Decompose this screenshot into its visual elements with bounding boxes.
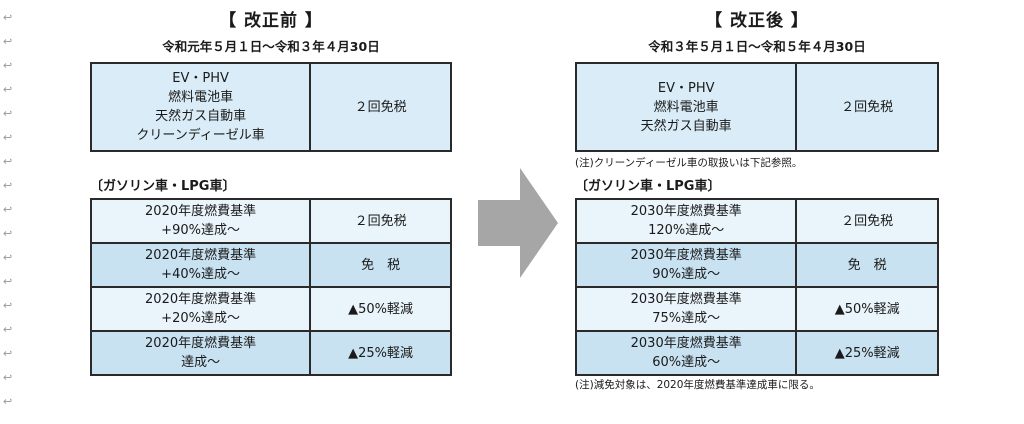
achievement-label: 60%達成～ bbox=[652, 355, 721, 370]
achievement-label: 75%達成～ bbox=[652, 311, 721, 326]
benefit-cell: ▲50%軽減 bbox=[795, 286, 939, 332]
return-mark-icon: ↩ bbox=[3, 11, 13, 24]
table-row: EV・PHV 燃料電池車 天然ガス自動車 ２回免税 bbox=[574, 62, 939, 152]
achievement-label: +20%達成～ bbox=[161, 311, 240, 326]
benefit-cell: 免 税 bbox=[309, 242, 452, 288]
standard-label: 2020年度燃費基準 bbox=[145, 204, 257, 219]
return-mark-icon: ↩ bbox=[3, 59, 13, 72]
achievement-label: 120%達成～ bbox=[648, 223, 725, 238]
standard-cell: 2020年度燃費基準 +40%達成～ bbox=[89, 242, 312, 288]
before-eco-vehicle-table: EV・PHV 燃料電池車 天然ガス自動車 クリーンディーゼル車 ２回免税 bbox=[89, 62, 452, 152]
vehicle-type-cell: EV・PHV 燃料電池車 天然ガス自動車 クリーンディーゼル車 bbox=[89, 62, 312, 152]
table-row: 2020年度燃費基準 +90%達成～ ２回免税 bbox=[89, 198, 452, 244]
right-arrow-icon bbox=[478, 168, 558, 278]
vehicle-type: EV・PHV bbox=[172, 71, 229, 86]
table-row: 2020年度燃費基準 +20%達成～ ▲50%軽減 bbox=[89, 286, 452, 332]
table-row: 2030年度燃費基準 75%達成～ ▲50%軽減 bbox=[574, 286, 939, 332]
standard-label: 2030年度燃費基準 bbox=[630, 336, 742, 351]
benefit-cell: ▲25%軽減 bbox=[309, 330, 452, 376]
standard-label: 2030年度燃費基準 bbox=[630, 292, 742, 307]
clean-diesel-note: (注)クリーンディーゼル車の取扱いは下記参照。 bbox=[575, 157, 803, 169]
standard-cell: 2020年度燃費基準 +90%達成～ bbox=[89, 198, 312, 244]
table-row: 2030年度燃費基準 60%達成～ ▲25%軽減 bbox=[574, 330, 939, 376]
vehicle-type-cell: EV・PHV 燃料電池車 天然ガス自動車 bbox=[574, 62, 798, 152]
benefit-cell: ▲50%軽減 bbox=[309, 286, 452, 332]
vehicle-type: EV・PHV bbox=[657, 80, 715, 96]
standard-label: 2030年度燃費基準 bbox=[630, 204, 742, 219]
after-eco-vehicle-table: EV・PHV 燃料電池車 天然ガス自動車 ２回免税 bbox=[574, 62, 939, 152]
return-mark-icon: ↩ bbox=[3, 227, 13, 240]
standard-cell: 2030年度燃費基準 60%達成～ bbox=[574, 330, 798, 376]
achievement-label: +40%達成～ bbox=[161, 267, 240, 282]
vehicle-type: 天然ガス自動車 bbox=[640, 118, 732, 134]
return-mark-icon: ↩ bbox=[3, 251, 13, 264]
before-period: 令和元年５月１日～令和３年４月30日 bbox=[162, 39, 380, 54]
return-mark-icon: ↩ bbox=[3, 371, 13, 384]
table-row: 2020年度燃費基準 +40%達成～ 免 税 bbox=[89, 242, 452, 288]
after-period: 令和３年５月１日～令和５年４月30日 bbox=[648, 39, 866, 54]
achievement-label: 90%達成～ bbox=[652, 267, 721, 282]
return-mark-icon: ↩ bbox=[3, 299, 13, 312]
vehicle-type: クリーンディーゼル車 bbox=[136, 128, 265, 143]
standard-cell: 2030年度燃費基準 75%達成～ bbox=[574, 286, 798, 332]
standard-cell: 2030年度燃費基準 90%達成～ bbox=[574, 242, 798, 288]
gasoline-lpg-section-label: 〔ガソリン車・LPG車〕 bbox=[575, 179, 721, 194]
vehicle-type: 天然ガス自動車 bbox=[155, 109, 247, 124]
standard-cell: 2020年度燃費基準 +20%達成～ bbox=[89, 286, 312, 332]
return-mark-icon: ↩ bbox=[3, 107, 13, 120]
benefit-cell: ２回免税 bbox=[795, 198, 939, 244]
benefit-cell: ▲25%軽減 bbox=[795, 330, 939, 376]
standard-label: 2020年度燃費基準 bbox=[145, 248, 257, 263]
vehicle-type: 燃料電池車 bbox=[168, 90, 234, 105]
return-mark-icon: ↩ bbox=[3, 395, 13, 408]
benefit-cell: 免 税 bbox=[795, 242, 939, 288]
standard-label: 2020年度燃費基準 bbox=[145, 336, 257, 351]
gasoline-lpg-section-label: 〔ガソリン車・LPG車〕 bbox=[90, 179, 236, 194]
after-revision-panel: 【 改正後 】 令和３年５月１日～令和５年４月30日 EV・PHV 燃料電池車 … bbox=[574, 8, 939, 394]
benefit-cell: ２回免税 bbox=[309, 198, 452, 244]
benefit-cell: ２回免税 bbox=[795, 62, 939, 152]
return-mark-icon: ↩ bbox=[3, 131, 13, 144]
table-row: 2020年度燃費基準 達成～ ▲25%軽減 bbox=[89, 330, 452, 376]
achievement-label: +90%達成～ bbox=[161, 223, 240, 238]
after-fuel-standard-table: 2030年度燃費基準 120%達成～ ２回免税 2030年度燃費基準 90%達成… bbox=[574, 198, 939, 376]
standard-cell: 2020年度燃費基準 達成～ bbox=[89, 330, 312, 376]
benefit-cell: ２回免税 bbox=[309, 62, 452, 152]
return-mark-icon: ↩ bbox=[3, 323, 13, 336]
before-revision-panel: 【 改正前 】 令和元年５月１日～令和３年４月30日 EV・PHV 燃料電池車 … bbox=[89, 8, 452, 376]
achievement-label: 達成～ bbox=[181, 355, 221, 370]
table-row: EV・PHV 燃料電池車 天然ガス自動車 クリーンディーゼル車 ２回免税 bbox=[89, 62, 452, 152]
reduction-target-note: (注)減免対象は、2020年度燃費基準達成車に限る。 bbox=[575, 379, 820, 391]
table-row: 2030年度燃費基準 90%達成～ 免 税 bbox=[574, 242, 939, 288]
standard-label: 2020年度燃費基準 bbox=[145, 292, 257, 307]
return-mark-icon: ↩ bbox=[3, 35, 13, 48]
vehicle-type: 燃料電池車 bbox=[653, 99, 719, 115]
return-mark-icon: ↩ bbox=[3, 179, 13, 192]
return-mark-icon: ↩ bbox=[3, 203, 13, 216]
return-mark-icon: ↩ bbox=[3, 275, 13, 288]
table-row: 2030年度燃費基準 120%達成～ ２回免税 bbox=[574, 198, 939, 244]
return-mark-icon: ↩ bbox=[3, 155, 13, 168]
before-fuel-standard-table: 2020年度燃費基準 +90%達成～ ２回免税 2020年度燃費基準 +40%達… bbox=[89, 198, 452, 376]
return-mark-icon: ↩ bbox=[3, 83, 13, 96]
return-mark-icon: ↩ bbox=[3, 347, 13, 360]
after-title: 【 改正後 】 bbox=[705, 11, 809, 31]
before-title: 【 改正前 】 bbox=[219, 11, 323, 31]
standard-cell: 2030年度燃費基準 120%達成～ bbox=[574, 198, 798, 244]
standard-label: 2030年度燃費基準 bbox=[630, 248, 742, 263]
